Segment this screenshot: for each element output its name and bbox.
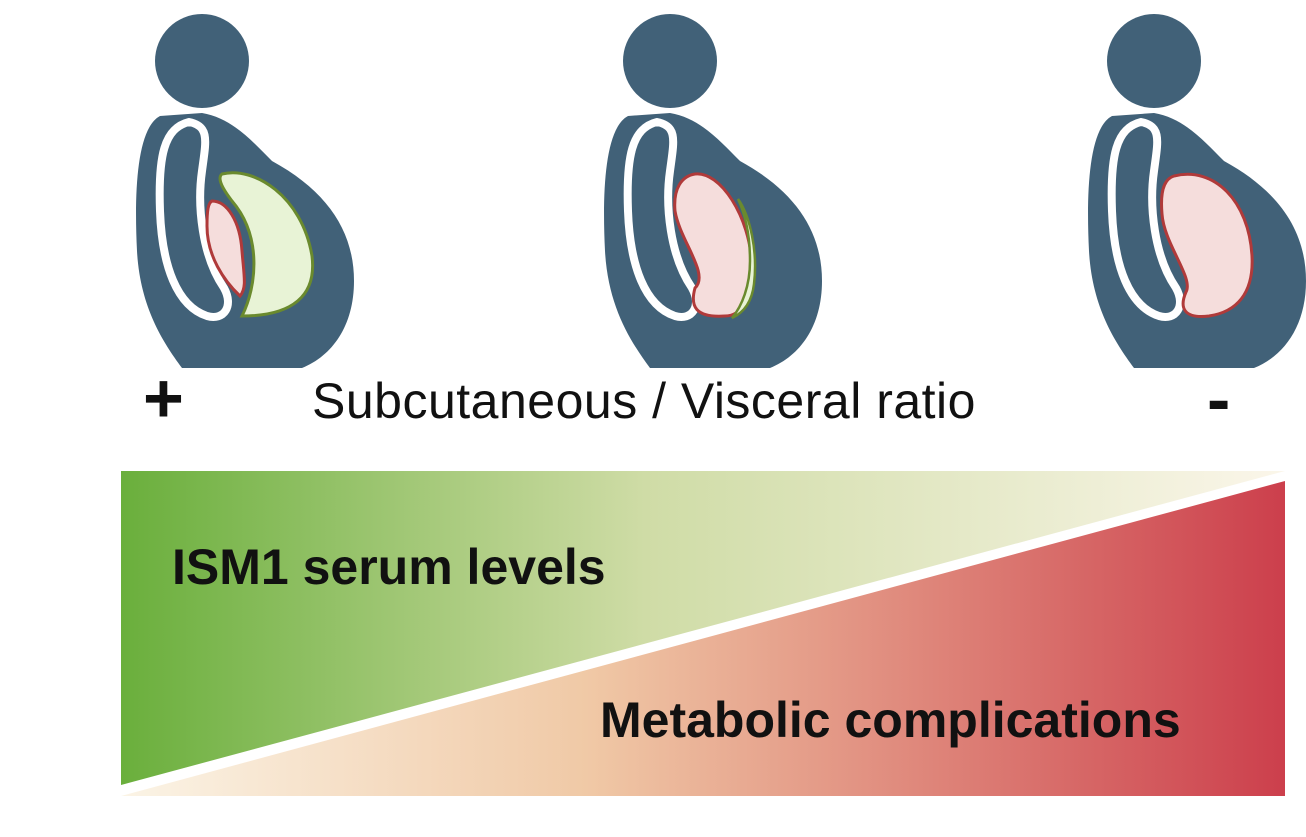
- figure-high-subcutaneous: [136, 14, 354, 368]
- ism1-serum-label: ISM1 serum levels: [172, 539, 606, 595]
- ratio-axis-label: Subcutaneous / Visceral ratio: [312, 373, 976, 429]
- visceral-fat-region: [673, 172, 754, 318]
- ratio-minus-sign: -: [1207, 360, 1231, 438]
- complications-gradient-wedge: [121, 481, 1285, 796]
- ratio-plus-sign: +: [143, 359, 184, 437]
- visceral-fat-region: [205, 199, 246, 299]
- figure-medium-ratio: [604, 14, 822, 368]
- figure-low-subcutaneous: [1088, 14, 1306, 368]
- ism1-gradient-wedge: [121, 471, 1285, 785]
- metabolic-complications-label: Metabolic complications: [600, 692, 1181, 748]
- visceral-fat-region: [1160, 172, 1254, 318]
- subcutaneous-fat-region: [218, 171, 315, 318]
- subcutaneous-fat-region: [731, 198, 757, 320]
